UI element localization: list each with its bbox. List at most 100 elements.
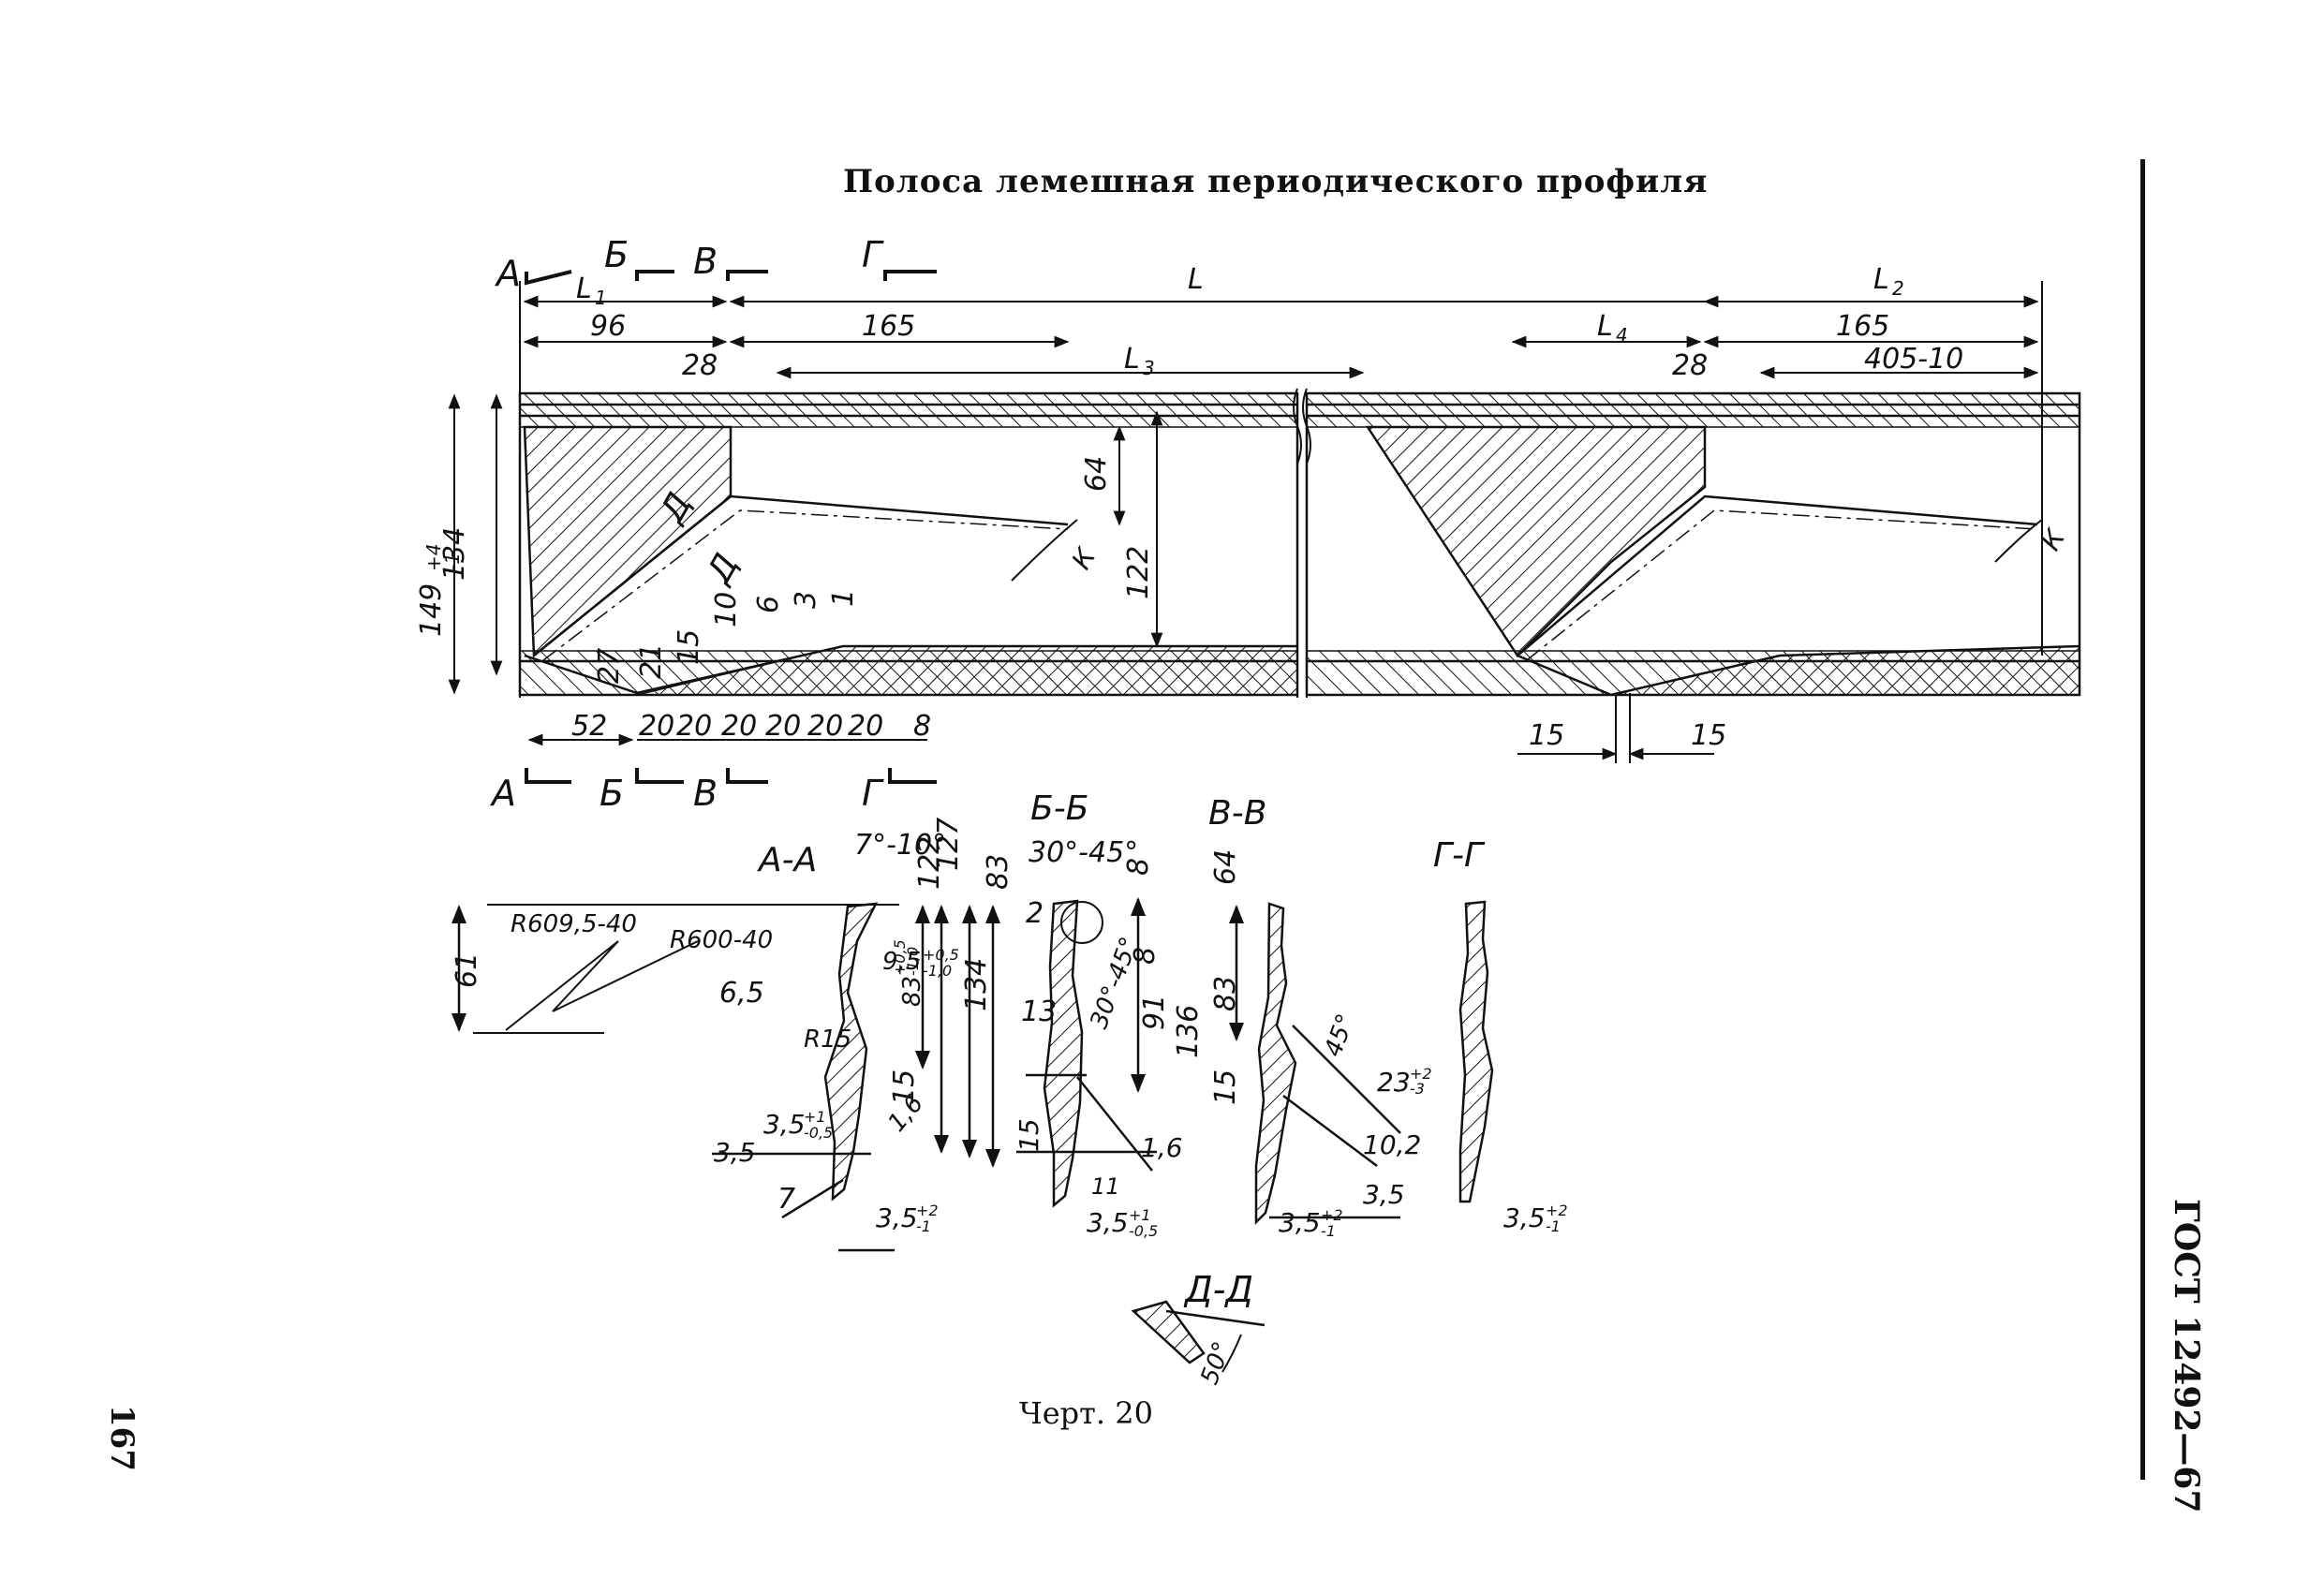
aa-134: 134 bbox=[960, 958, 993, 1011]
dim-165-left: 165 bbox=[862, 310, 915, 343]
bb-8b: 8 bbox=[1129, 947, 1162, 965]
dim-122: 122 bbox=[1122, 546, 1155, 599]
dim-96: 96 bbox=[590, 310, 626, 343]
aa-9-5-lower: -1,0 bbox=[923, 962, 952, 980]
section-GG-label: Г-Г bbox=[1433, 836, 1486, 875]
aa-3-5b: 3,5 bbox=[763, 1109, 806, 1140]
vv-3-5: 3,5 bbox=[1363, 1179, 1405, 1210]
aa-83-lower: -1,0 bbox=[904, 947, 922, 976]
aa-7: 7 bbox=[777, 1183, 795, 1216]
mark-B-top: Б bbox=[604, 234, 629, 275]
dim-64: 64 bbox=[1080, 456, 1113, 492]
section-AA bbox=[451, 902, 1000, 1252]
dim-8: 8 bbox=[913, 710, 931, 743]
bb-1-6: 1,6 bbox=[1141, 1132, 1183, 1163]
aa-6-5: 6,5 bbox=[719, 977, 764, 1010]
aa-r2: R600-40 bbox=[670, 926, 773, 954]
aa-3-5b-lower: -0,5 bbox=[804, 1124, 833, 1142]
dim-L4-sub: 4 bbox=[1616, 324, 1628, 347]
section-VV-label: В-В bbox=[1208, 794, 1266, 833]
aa-15: 15 bbox=[888, 1069, 921, 1105]
mark-A-bottom: А bbox=[489, 773, 516, 814]
section-DD-texts: Д-Д 50° bbox=[1183, 1269, 1253, 1388]
aa-3-5b-upper: +1 bbox=[804, 1108, 826, 1126]
dim-28-left: 28 bbox=[682, 349, 718, 382]
dim-405: 405-10 bbox=[1864, 343, 1963, 376]
vv-thickness-upper: +2 bbox=[1321, 1206, 1343, 1224]
bb-15: 15 bbox=[1014, 1118, 1044, 1152]
bb-angle1: 30°-45° bbox=[1029, 836, 1138, 869]
gg-thickness: 3,5 bbox=[1503, 1202, 1546, 1233]
aa-thickness-upper: +2 bbox=[916, 1202, 939, 1219]
aa-9-5-upper: +0,5 bbox=[923, 946, 959, 964]
aa-83: 83 bbox=[898, 976, 926, 1007]
section-VV bbox=[1229, 902, 1401, 1226]
dim-L1: L bbox=[576, 273, 592, 305]
dim-20-b: 20 bbox=[676, 710, 712, 743]
dim-15: 15 bbox=[673, 629, 705, 665]
aa-thickness-lower: -1 bbox=[916, 1217, 931, 1235]
dim-L2: L bbox=[1873, 263, 1889, 296]
section-BB bbox=[1016, 897, 1157, 1208]
page-title: Полоса лемешная периодического профиля bbox=[843, 163, 1709, 200]
dim-10: 10 bbox=[710, 592, 743, 627]
section-GG bbox=[1458, 900, 1494, 1203]
dim-6: 6 bbox=[752, 596, 785, 613]
vv-thickness: 3,5 bbox=[1279, 1207, 1321, 1238]
dim-3: 3 bbox=[790, 591, 822, 609]
dim-21: 21 bbox=[635, 643, 668, 679]
mark-V-top: В bbox=[693, 241, 718, 282]
dim-L3: L bbox=[1124, 343, 1140, 376]
bb-thickness-lower: -0,5 bbox=[1129, 1222, 1158, 1240]
bb-13: 13 bbox=[1021, 996, 1057, 1028]
section-markers bbox=[525, 270, 937, 784]
bb-thickness-upper: +1 bbox=[1129, 1206, 1151, 1224]
dim-20-d: 20 bbox=[765, 710, 801, 743]
mark-V-bottom: В bbox=[693, 773, 718, 814]
vv-83: 83 bbox=[1209, 976, 1242, 1011]
mark-B-bottom: Б bbox=[600, 773, 624, 814]
plan-dimension-lines bbox=[448, 295, 2039, 763]
mark-A-top: А bbox=[494, 253, 521, 294]
aa-61: 61 bbox=[451, 952, 483, 988]
section-DD bbox=[1131, 1300, 1266, 1373]
dim-L4: L bbox=[1597, 310, 1613, 343]
mark-D-lower: Д bbox=[699, 548, 747, 592]
dim-L2-sub: 2 bbox=[1892, 277, 1904, 300]
vv-45: 45° bbox=[1319, 1010, 1360, 1061]
plan-view bbox=[518, 281, 2081, 698]
bb-2: 2 bbox=[1026, 897, 1044, 930]
aa-thickness: 3,5 bbox=[876, 1202, 918, 1233]
aa-r1: R609,5-40 bbox=[511, 910, 637, 938]
vv-15: 15 bbox=[1209, 1069, 1242, 1105]
vv-10-2: 10,2 bbox=[1363, 1129, 1421, 1160]
aa-9-5: 9,5 bbox=[882, 948, 921, 976]
section-GG-texts: Г-Г 3,5 +2 -1 bbox=[1433, 836, 1568, 1235]
section-BB-label: Б-Б bbox=[1030, 789, 1088, 828]
bb-91: 91 bbox=[1138, 995, 1171, 1030]
dim-149-tol-upper: +4 bbox=[422, 544, 445, 571]
bb-8a: 8 bbox=[1122, 858, 1155, 876]
section-mark-labels: А Б В Г А Б В Г bbox=[489, 234, 884, 814]
dim-20-a: 20 bbox=[639, 710, 674, 743]
dim-52: 52 bbox=[571, 710, 607, 743]
vv-thickness-lower: -1 bbox=[1321, 1222, 1336, 1240]
plan-dimension-texts: L 1 L L 2 L 3 L 4 96 165 165 28 28 405-1… bbox=[415, 263, 2072, 752]
section-AA-label: А-А bbox=[757, 841, 817, 879]
section-BB-texts: Б-Б 30°-45° 30°-45° 8 8 2 91 13 15 1,6 1… bbox=[1014, 789, 1183, 1240]
gg-thickness-upper: +2 bbox=[1546, 1202, 1568, 1219]
dim-1: 1 bbox=[827, 589, 860, 607]
aa-r15: R15 bbox=[804, 1025, 851, 1054]
mark-G-bottom: Г bbox=[862, 773, 884, 814]
gg-thickness-lower: -1 bbox=[1546, 1217, 1561, 1235]
dim-20-e: 20 bbox=[807, 710, 843, 743]
section-VV-texts: В-В 64 83 136 15 45° 23 +2 -3 10,2 3,5 3… bbox=[1172, 794, 1432, 1240]
figure-caption: Черт. 20 bbox=[1019, 1395, 1153, 1431]
vv-23-lower: -3 bbox=[1410, 1080, 1425, 1098]
dim-27: 27 bbox=[593, 648, 626, 684]
bb-thickness: 3,5 bbox=[1087, 1207, 1129, 1238]
dim-15-r2: 15 bbox=[1691, 719, 1726, 752]
dim-20-f: 20 bbox=[848, 710, 883, 743]
